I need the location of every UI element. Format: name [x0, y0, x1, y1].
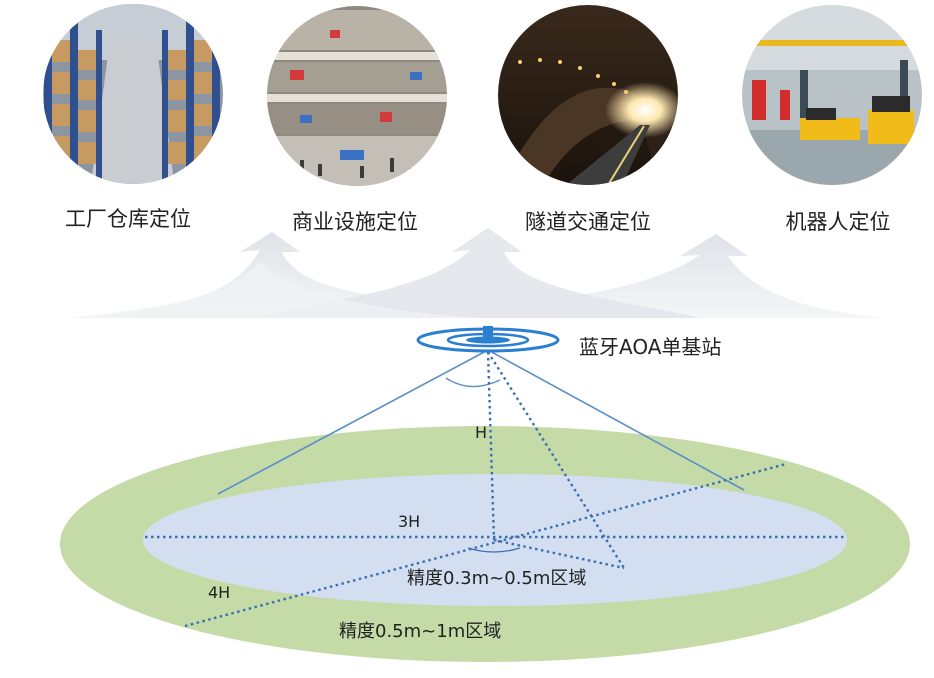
- dotted-measure-lines: [145, 351, 846, 628]
- angle-arc: [445, 377, 501, 388]
- scenario-label-robot: 机器人定位: [785, 210, 891, 234]
- shopping-mall-photo-icon: [267, 6, 447, 186]
- coverage-lines: [217, 349, 745, 495]
- robot-factory-photo-icon: [742, 5, 922, 185]
- outer-zone-label: 精度0.5m~1m区域: [339, 621, 502, 642]
- height-label: H: [475, 423, 488, 442]
- inner-radius-label: 3H: [398, 512, 421, 531]
- tunnel-photo-icon: [498, 5, 678, 185]
- outer-radius-label: 4H: [208, 583, 231, 602]
- inner-zone-label: 精度0.3m~0.5m区域: [407, 568, 587, 589]
- upward-arrows: [70, 228, 880, 318]
- base-station-label: 蓝牙AOA单基站: [579, 335, 722, 359]
- warehouse-photo-icon: [43, 4, 223, 184]
- ground-angle-arc: [467, 547, 521, 553]
- scenario-label-mall: 商业设施定位: [292, 210, 418, 234]
- scenario-label-warehouse: 工厂仓库定位: [65, 207, 191, 231]
- scenario-label-tunnel: 隧道交通定位: [525, 210, 651, 234]
- aoa-base-station-icon: [416, 326, 560, 353]
